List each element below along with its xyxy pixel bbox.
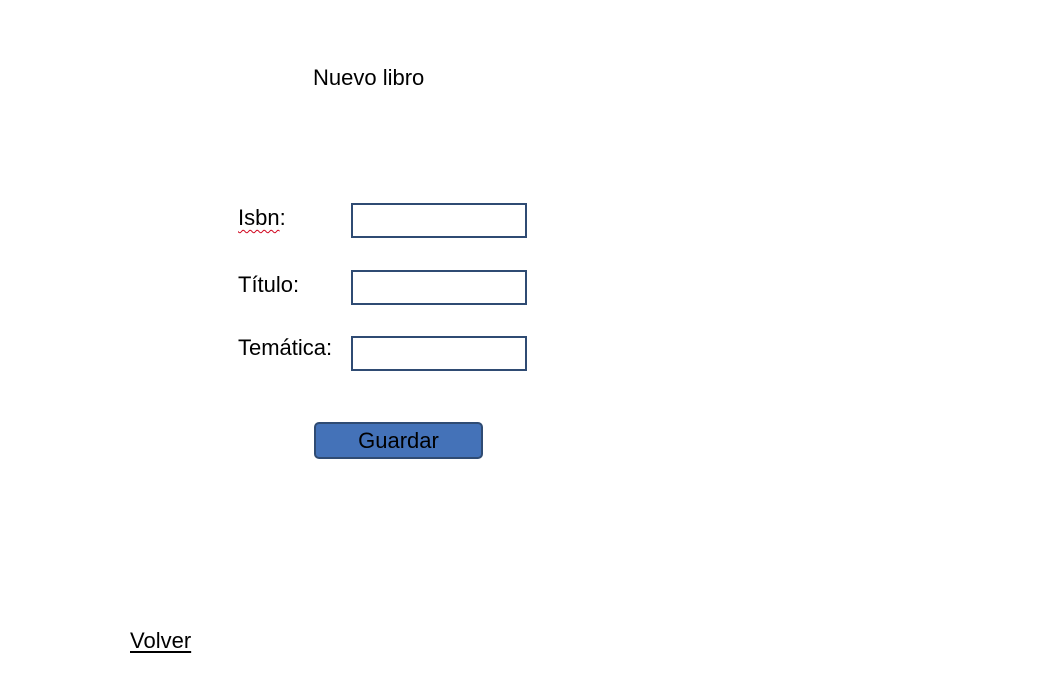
tematica-input[interactable] [351,336,527,371]
isbn-label: Isbn: [238,204,286,232]
save-button[interactable]: Guardar [314,422,483,459]
tematica-label: Temática: [238,335,333,360]
isbn-input[interactable] [351,203,527,238]
titulo-input[interactable] [351,270,527,305]
isbn-label-colon: : [279,205,286,230]
isbn-label-text: Isbn [238,205,280,230]
titulo-label: Título: [238,272,300,297]
back-link[interactable]: Volver [130,628,192,653]
page-title: Nuevo libro [313,65,425,90]
